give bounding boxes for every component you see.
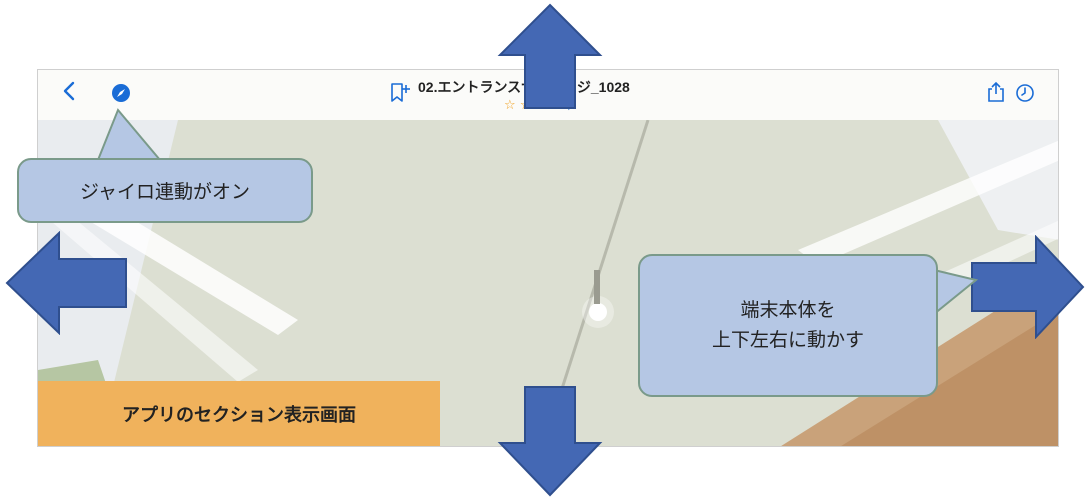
arrow-left-icon: [5, 231, 127, 335]
gyro-callout-text: ジャイロ連動がオン: [79, 182, 251, 203]
gyro-callout-pointer: [96, 108, 163, 162]
share-icon[interactable]: [986, 81, 1006, 107]
section-view-caption: アプリのセクション表示画面: [38, 381, 440, 446]
arrow-up-icon: [497, 3, 603, 109]
bookmark-add-icon[interactable]: [389, 82, 411, 108]
compass-gyro-icon[interactable]: [111, 83, 131, 107]
back-chevron-icon[interactable]: [62, 81, 76, 105]
history-clock-icon[interactable]: [1015, 83, 1035, 107]
move-callout-pointer: [933, 268, 978, 317]
move-callout-line2: 上下左右に動かす: [711, 329, 864, 351]
arrow-right-icon: [971, 235, 1085, 339]
section-view-caption-text: アプリのセクション表示画面: [122, 404, 356, 425]
gyro-callout: ジャイロ連動がオン: [17, 158, 313, 223]
panorama-title: 02.エントランスサイネージ_1028: [418, 79, 630, 95]
move-device-callout: 端末本体を 上下左右に動かす: [638, 254, 938, 397]
arrow-down-icon: [497, 386, 603, 497]
move-callout-line1: 端末本体を: [740, 300, 836, 322]
